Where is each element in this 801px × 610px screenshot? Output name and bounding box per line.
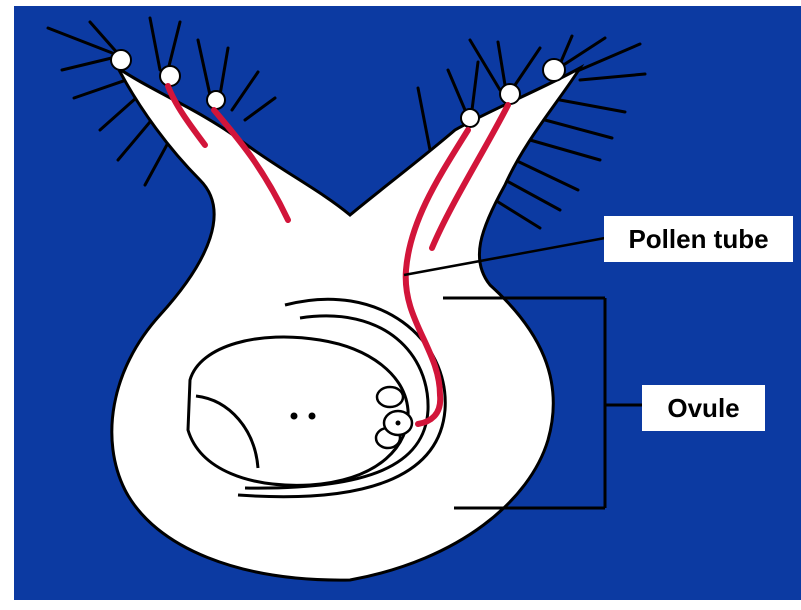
ovule-label: Ovule (642, 385, 765, 431)
egg-nucleus (396, 421, 401, 426)
pollen-tube-label: Pollen tube (604, 216, 793, 262)
embryo-sac (188, 337, 408, 485)
